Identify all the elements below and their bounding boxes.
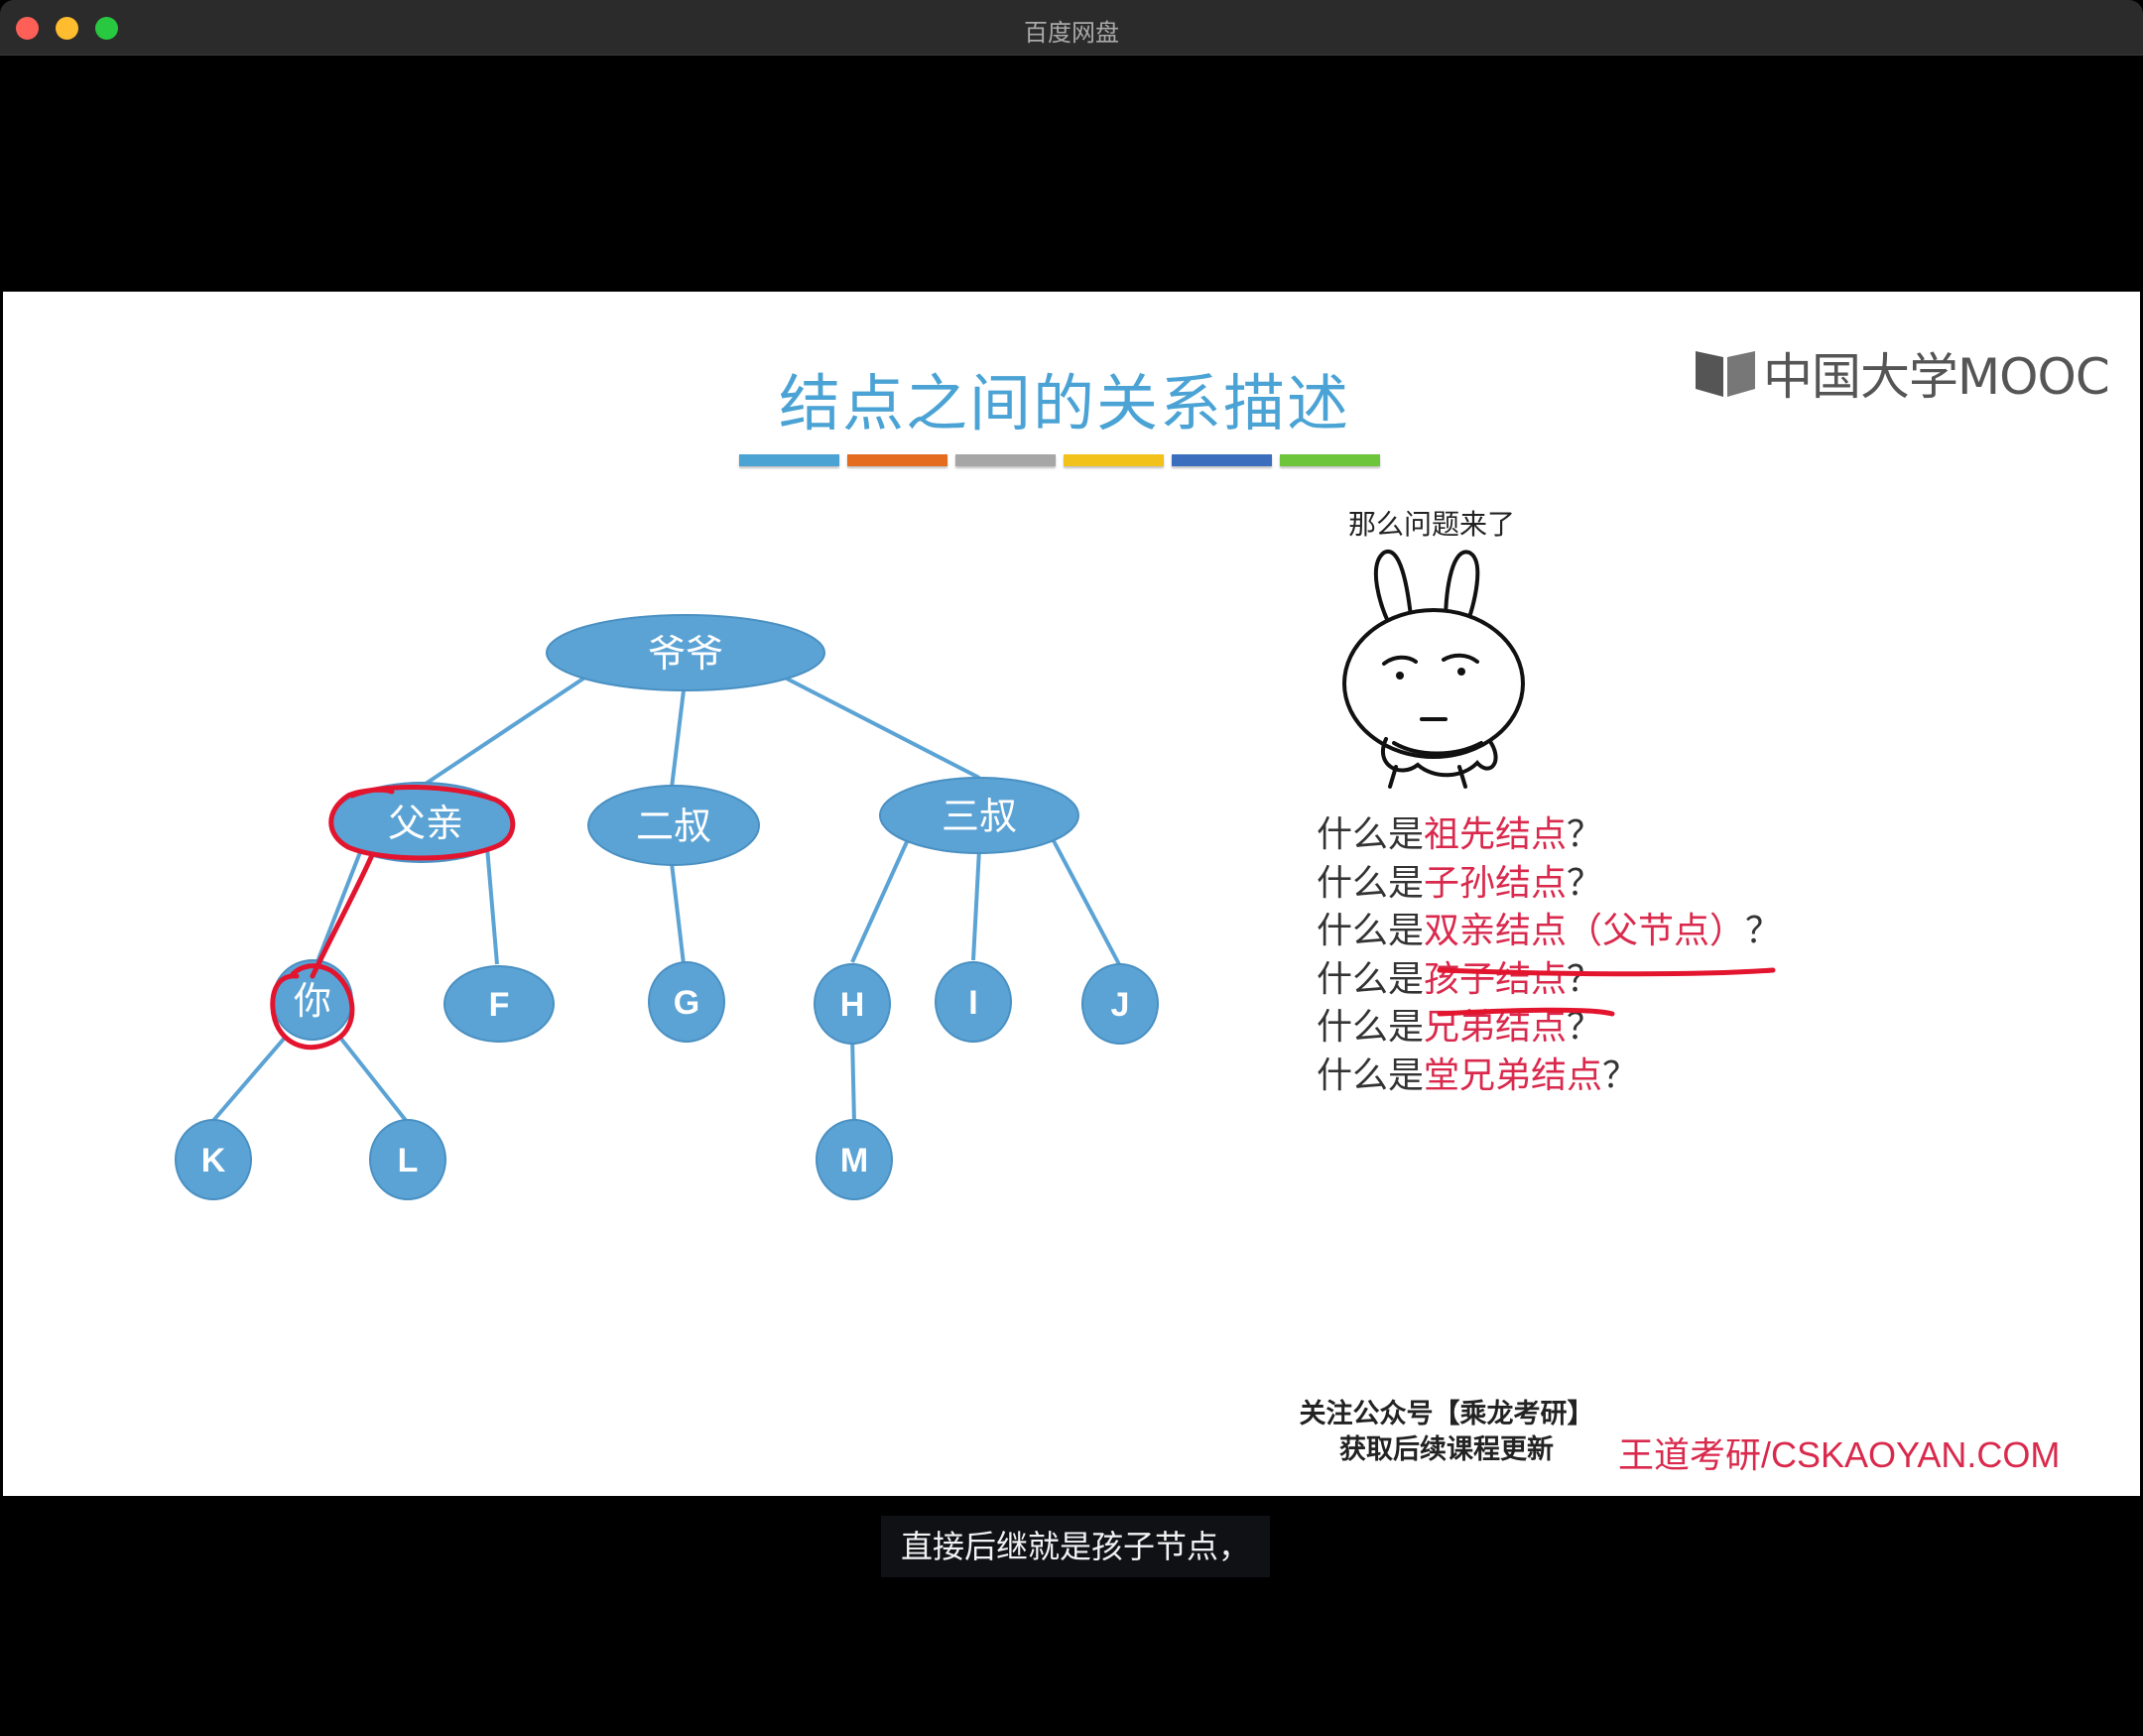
edge [850, 834, 912, 963]
node-label-k: K [201, 1142, 226, 1179]
node-label-g: G [674, 984, 699, 1022]
node-sanshu [879, 777, 1079, 854]
node-label-l: L [398, 1142, 419, 1179]
node-i [935, 961, 1012, 1043]
edge [971, 848, 981, 961]
question-line: 什么是子孙结点？ [1317, 862, 1603, 904]
edge [338, 1036, 410, 1125]
bubble-caption: 那么问题来了 [1348, 508, 1516, 541]
edge [670, 689, 686, 789]
mooc-book-icon [1696, 351, 1755, 397]
title-color-bars [739, 454, 1384, 466]
node-m [816, 1119, 893, 1200]
color-bar [1172, 454, 1272, 466]
question-list: 什么是祖先结点？ 什么是子孙结点？ 什么是双亲结点（父节点）？ 什么是孩子结点？… [1317, 811, 1781, 1100]
mooc-logo: 中国大学MOOC [1694, 343, 2110, 406]
node-label-sanshu: 三叔 [942, 795, 1017, 838]
edge [424, 675, 588, 786]
edge [782, 675, 980, 780]
edge [850, 1035, 856, 1124]
node-label-h: H [840, 986, 865, 1024]
wechat-promo: 关注公众号【乘龙考研】 获取后续课程更新 [1283, 1397, 1610, 1468]
question-line: 什么是兄弟结点？ [1317, 1007, 1603, 1048]
tree-diagram: 爷爷 父亲 二叔 三叔 你 F G H I J K L M [175, 614, 1159, 1200]
node-j [1081, 963, 1159, 1045]
node-label-yeye: 爷爷 [648, 632, 723, 676]
node-yeye [546, 614, 825, 691]
node-k [175, 1119, 252, 1200]
question-line: 什么是孩子结点？ [1317, 958, 1603, 1000]
annotation-line [310, 852, 375, 979]
lecture-slide: 结点之间的关系描述 中国大学MOOC [3, 292, 2140, 1496]
window-title: 百度网盘 [1024, 19, 1119, 47]
question-line: 什么是双亲结点（父节点）？ [1317, 911, 1782, 951]
question-line: 什么是祖先结点？ [1317, 814, 1603, 855]
node-f [443, 965, 555, 1043]
color-bar [1280, 454, 1380, 466]
node-label-j: J [1111, 986, 1130, 1024]
edge [209, 1036, 287, 1125]
question-line: 什么是堂兄弟结点？ [1317, 1054, 1639, 1096]
close-window-button[interactable] [16, 17, 39, 40]
node-label-fuqin: 父亲 [388, 802, 463, 845]
wechat-promo-line2: 获取后续课程更新 [1339, 1434, 1554, 1465]
node-ershu [587, 785, 760, 866]
rabbit-illustration [1342, 550, 1525, 789]
node-label-m: M [840, 1142, 868, 1179]
node-g [648, 961, 725, 1043]
minimize-window-button[interactable] [56, 17, 78, 40]
node-label-ershu: 二叔 [636, 805, 711, 848]
edge [485, 846, 499, 965]
node-label-ni: 你 [294, 979, 331, 1023]
annotation-circle-ni [270, 963, 355, 1051]
title-bar: 百度网盘 [0, 0, 2143, 56]
zoom-window-button[interactable] [95, 17, 118, 40]
edge [670, 862, 686, 965]
color-bar [1064, 454, 1164, 466]
slide-title: 结点之间的关系描述 [778, 367, 1350, 439]
edge [315, 846, 364, 965]
wangdao-brand: 王道考研/CSKAOYAN.COM [1618, 1434, 2061, 1475]
color-bar [739, 454, 839, 466]
color-bar [955, 454, 1056, 466]
node-label-i: I [968, 984, 977, 1022]
node-h [814, 963, 891, 1045]
wechat-promo-line1: 关注公众号【乘龙考研】 [1299, 1399, 1594, 1429]
node-label-f: F [489, 986, 510, 1024]
video-subtitle: 直接后继就是孩子节点， [881, 1516, 1271, 1577]
mooc-logo-text: 中国大学MOOC [1763, 348, 2110, 406]
edge [1049, 834, 1122, 967]
node-l [369, 1119, 446, 1200]
annotation-circle-fuqin [328, 784, 516, 861]
color-bar [847, 454, 947, 466]
